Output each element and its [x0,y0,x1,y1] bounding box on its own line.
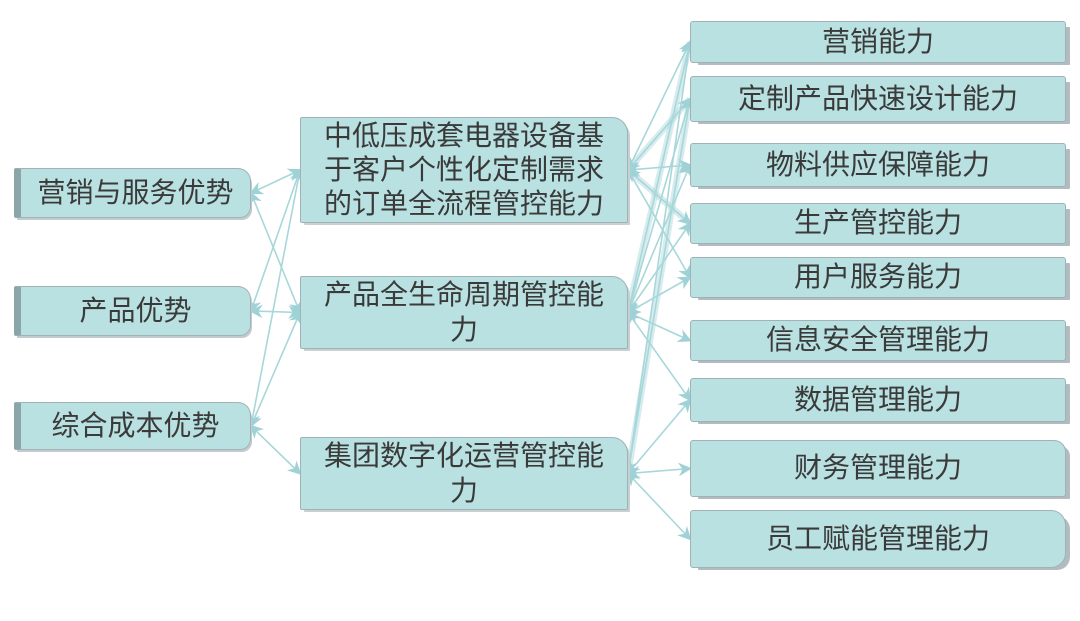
node-label: 生产管控能力 [793,206,962,240]
node-cost-advantage: 综合成本优势 [14,402,251,450]
connector-M2-L2 [248,304,303,319]
node-label: 数据管理能力 [793,382,962,416]
node-label: 产品全生命周期管控能力 [323,278,604,346]
node-user-service-capability: 用户服务能力 [690,257,1066,298]
node-label: 中低压成套电器设备基于客户个性化定制需求的订单全流程管控能力 [323,118,604,221]
connector-M3-L3 [249,424,302,475]
node-finance-management-capability: 财务管理能力 [690,440,1066,497]
node-label: 用户服务能力 [793,260,962,294]
node-group-digital-operations-capability: 集团数字化运营管控能力 [300,437,628,510]
node-marketing-service-advantage: 营销与服务优势 [14,168,251,218]
node-material-supply-guarantee-capability: 物料供应保障能力 [690,143,1066,187]
connector-M3-R8 [625,462,693,480]
node-marketing-capability: 营销能力 [690,21,1066,63]
node-label: 营销与服务优势 [37,175,234,209]
node-production-control-capability: 生产管控能力 [690,203,1066,244]
connector-M1-L3 [246,167,305,429]
node-data-management-capability: 数据管理能力 [690,378,1066,422]
connector-M3-R9 [626,472,692,541]
node-label: 集团数字化运营管控能力 [323,439,604,507]
node-label: 产品优势 [79,293,192,327]
node-label: 营销能力 [821,24,934,58]
connector-M2-L3 [249,310,302,428]
node-employee-empowerment-management-capability: 员工赋能管理能力 [690,510,1066,568]
node-label: 物料供应保障能力 [765,147,990,181]
node-label: 信息安全管理能力 [765,323,990,357]
connector-M1-L2 [248,168,303,313]
node-product-lifecycle-control-capability: 产品全生命周期管控能力 [300,276,628,349]
node-information-security-management-capability: 信息安全管理能力 [690,320,1066,361]
node-label: 定制产品快速设计能力 [737,81,1018,115]
connector-M2-L1 [249,191,302,315]
node-custom-product-rapid-design-capability: 定制产品快速设计能力 [690,76,1066,122]
connector-M3-R7 [626,398,692,476]
node-order-process-control-capability: 中低压成套电器设备基于客户个性化定制需求的订单全流程管控能力 [300,117,628,223]
node-label: 综合成本优势 [51,408,220,442]
node-label: 员工赋能管理能力 [765,521,990,555]
node-label: 财务管理能力 [793,451,962,485]
node-product-advantage: 产品优势 [14,286,251,336]
